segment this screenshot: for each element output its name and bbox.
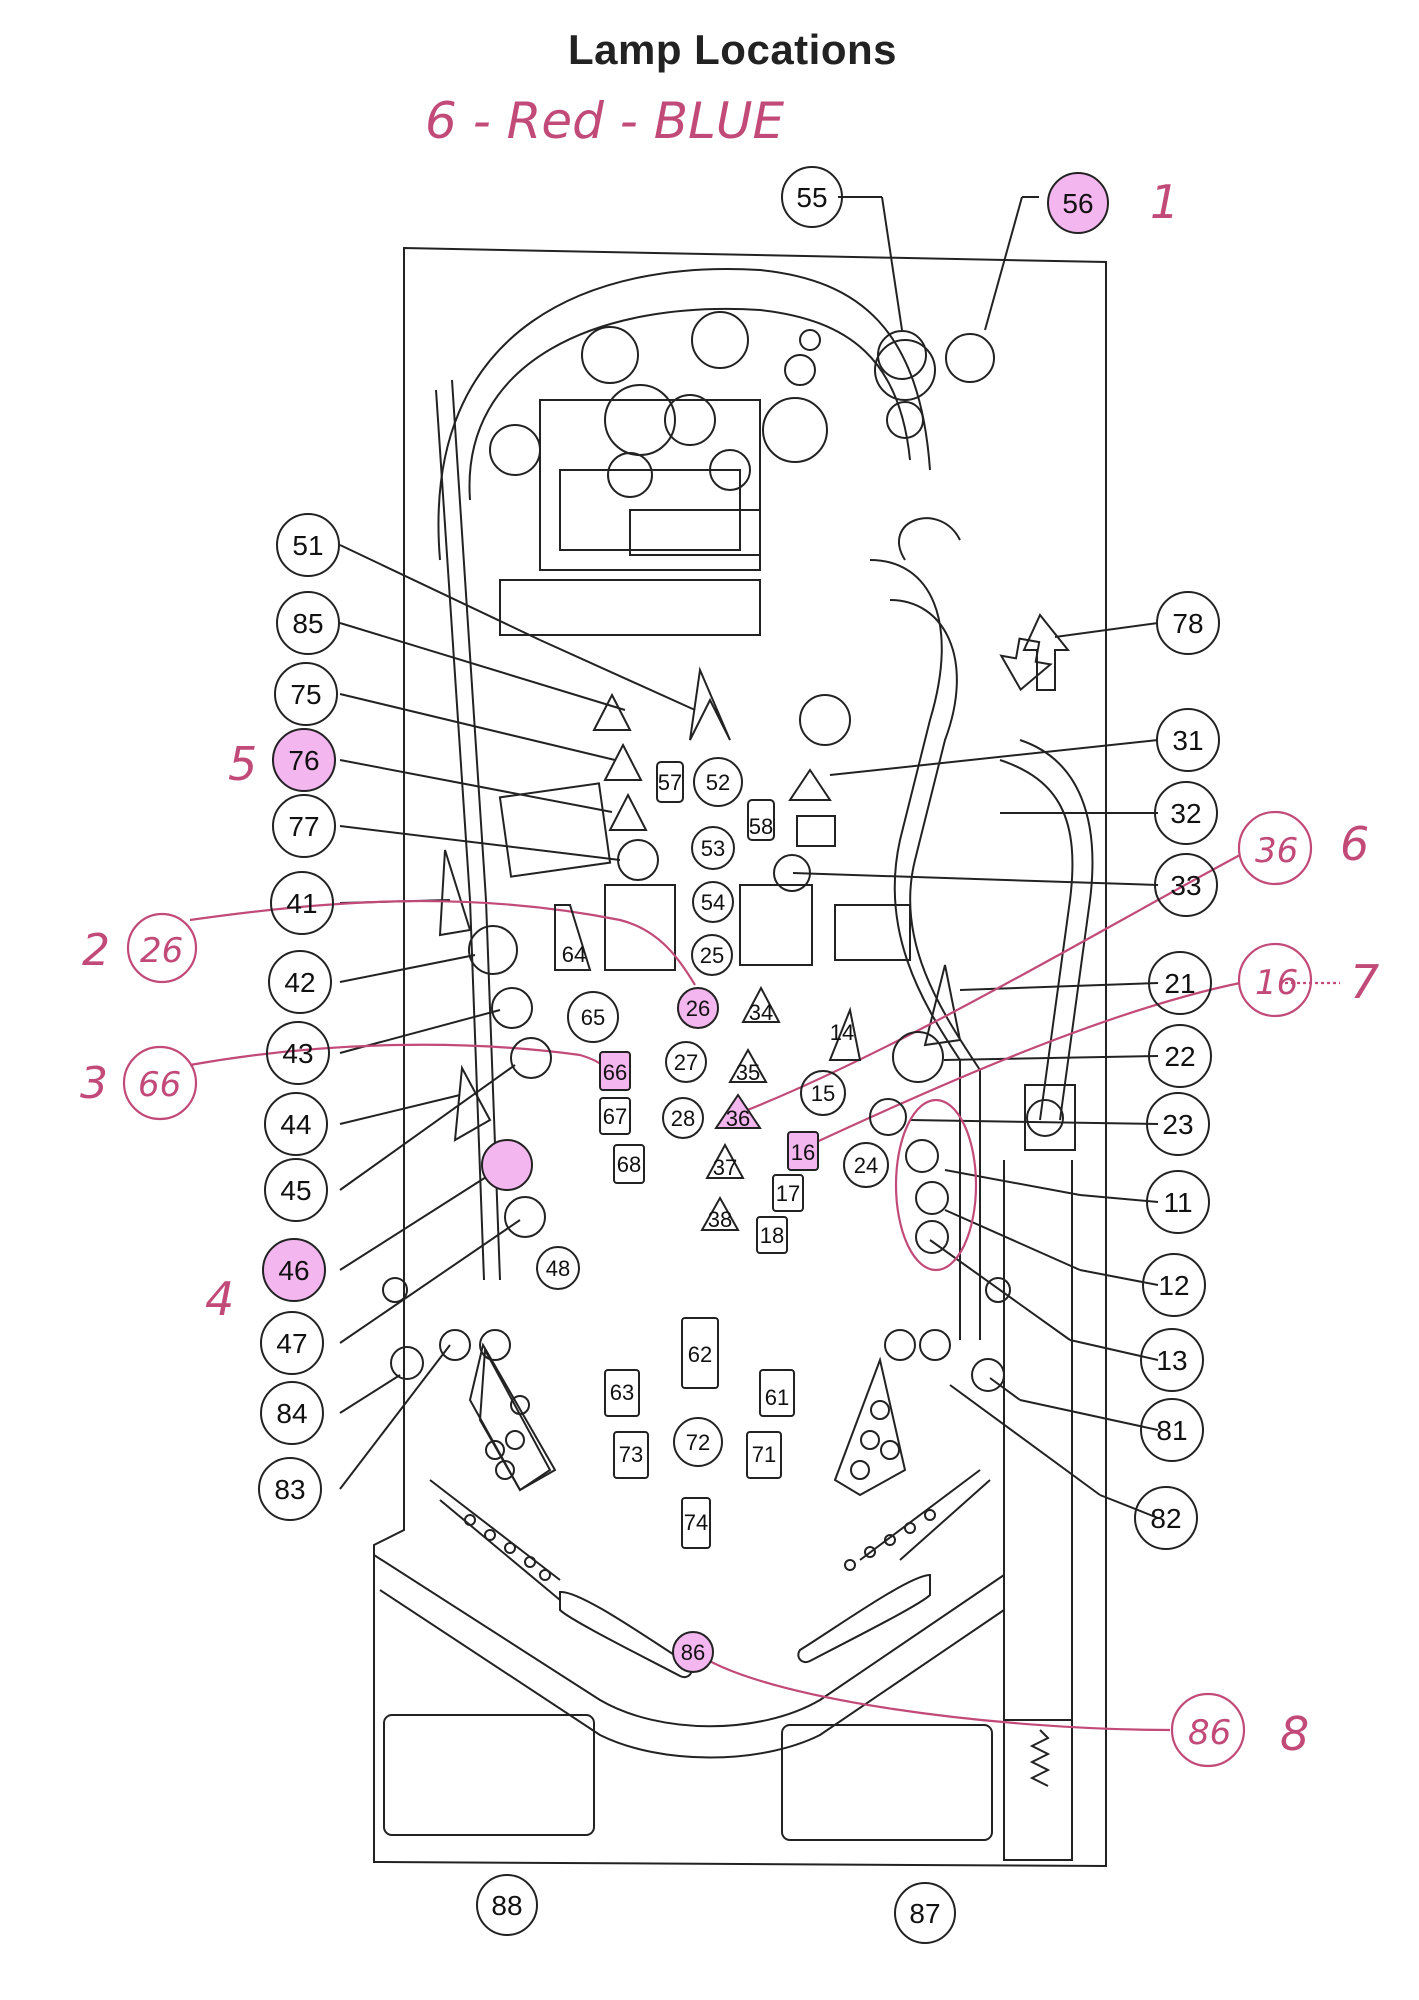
annotation-header: 6 - Red - BLUE: [425, 92, 784, 150]
annotation-3-lamp: 66: [138, 1065, 181, 1105]
lamp-14: 14: [830, 1020, 854, 1045]
annotation-4: 4: [205, 1272, 234, 1326]
annotation-8-lamp: 86: [1188, 1713, 1231, 1753]
annotation-1: 1: [1150, 175, 1179, 229]
lamp-86: 86: [681, 1640, 705, 1665]
annotation-2: 2: [82, 925, 110, 976]
lamp-85: 85: [292, 608, 323, 639]
lamp-12: 12: [1158, 1270, 1189, 1301]
lamp-41: 41: [286, 888, 317, 919]
lamp-45: 45: [280, 1175, 311, 1206]
lamp-83: 83: [274, 1474, 305, 1505]
lamp-35: 35: [736, 1060, 760, 1085]
lamp-56: 56: [1062, 188, 1093, 219]
lamp-53: 53: [701, 836, 725, 861]
lamp-78: 78: [1172, 608, 1203, 639]
lamp-16: 16: [791, 1140, 815, 1165]
playfield-outline: [373, 246, 1107, 1868]
lamp-11: 11: [1163, 1187, 1192, 1218]
lamp-46: 46: [278, 1255, 309, 1286]
lamp-76: 76: [288, 745, 319, 776]
lamp-labels: 55 56 51 85 75 76 77 41 42 43 44 45 46 4…: [274, 182, 1203, 1929]
annotation-5: 5: [228, 737, 257, 791]
annotation-2-lamp: 26: [140, 931, 183, 971]
lamp-66: 66: [603, 1060, 627, 1085]
lamp-72: 72: [686, 1430, 710, 1455]
lamp-67: 67: [603, 1104, 627, 1129]
handwritten-annotations: 1 2 26 3 66 4 5 36 6 16 7 86 8: [80, 175, 1379, 1768]
lamp-65: 65: [581, 1005, 605, 1030]
lamp-82: 82: [1150, 1503, 1181, 1534]
lamp-75: 75: [290, 679, 321, 710]
lamp-64: 64: [562, 942, 586, 967]
lamp-58: 58: [749, 814, 773, 839]
lamp-24: 24: [854, 1153, 878, 1178]
lamp-31: 31: [1172, 725, 1203, 756]
lamp-88: 88: [491, 1890, 522, 1921]
lamp-44: 44: [280, 1109, 311, 1140]
lamp-55: 55: [796, 182, 827, 213]
insert-shapes: [554, 666, 862, 1549]
lamp-37: 37: [713, 1155, 737, 1180]
lamp-25: 25: [700, 943, 724, 968]
lamp-47: 47: [276, 1328, 307, 1359]
lamp-43: 43: [282, 1038, 313, 1069]
annotation-3: 3: [80, 1058, 108, 1109]
unlabeled-lamps: [390, 330, 1005, 1392]
annotation-6: 6: [1340, 817, 1369, 871]
lamp-87: 87: [909, 1898, 940, 1929]
annotation-6-lamp: 36: [1255, 831, 1298, 871]
lamp-73: 73: [619, 1442, 643, 1467]
callout-circles: [258, 166, 1220, 1944]
lamp-42: 42: [284, 967, 315, 998]
lamp-54: 54: [701, 890, 725, 915]
lamp-57: 57: [658, 770, 682, 795]
lamp-32: 32: [1170, 798, 1201, 829]
lamp-81: 81: [1156, 1415, 1187, 1446]
lamp-52: 52: [706, 770, 730, 795]
lamp-62: 62: [688, 1342, 712, 1367]
annotation-lines: [189, 854, 1340, 1732]
lamp-74: 74: [684, 1510, 708, 1535]
lamp-71: 71: [752, 1442, 776, 1467]
lamp-26: 26: [686, 996, 710, 1021]
lamp-84: 84: [276, 1398, 307, 1429]
lamp-15: 15: [811, 1081, 835, 1106]
lamp-38: 38: [708, 1207, 732, 1232]
annotation-7-lamp: 16: [1255, 963, 1298, 1003]
lamp-23: 23: [1162, 1109, 1193, 1140]
page-title: Lamp Locations: [567, 26, 898, 73]
lamp-51: 51: [292, 530, 323, 561]
lamp-63: 63: [610, 1380, 634, 1405]
lamp-36: 36: [726, 1106, 750, 1131]
annotation-7: 7: [1350, 955, 1379, 1009]
lamp-27: 27: [674, 1050, 698, 1075]
lamp-61: 61: [765, 1385, 789, 1410]
lamp-22: 22: [1164, 1041, 1195, 1072]
annotation-8: 8: [1280, 1707, 1309, 1761]
lamp-33: 33: [1170, 870, 1201, 901]
lamp-13: 13: [1156, 1345, 1187, 1376]
leader-lines: [339, 196, 1159, 1519]
lamp-17: 17: [776, 1181, 800, 1206]
lamp-21: 21: [1164, 968, 1195, 999]
lamp-77: 77: [288, 811, 319, 842]
lamp-68: 68: [617, 1152, 641, 1177]
lamp-28: 28: [671, 1106, 695, 1131]
lamp-18: 18: [760, 1223, 784, 1248]
lamp-34: 34: [749, 1000, 773, 1025]
lamp-48: 48: [546, 1256, 570, 1281]
